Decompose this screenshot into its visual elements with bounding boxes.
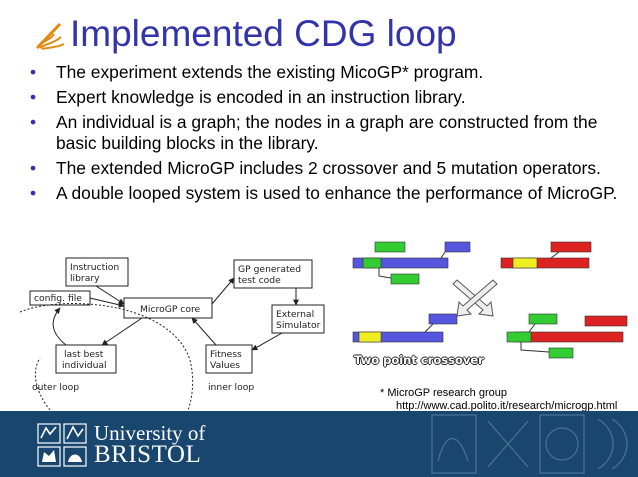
bullet-text: A double looped system is used to enhanc… bbox=[56, 183, 618, 203]
microgp-core-label: MicroGP core bbox=[140, 304, 201, 315]
outer-loop-label: outer loop bbox=[32, 382, 79, 393]
bullet-marker: • bbox=[30, 62, 37, 82]
bullet-marker: • bbox=[30, 87, 37, 107]
footnote-text: * MicroGP research group bbox=[380, 387, 507, 399]
config-file-label: config. file bbox=[34, 293, 82, 304]
two-point-crossover-illustration bbox=[352, 241, 628, 359]
instruction-library-label-1: Instruction bbox=[70, 262, 119, 273]
external-simulator-box bbox=[271, 304, 325, 334]
last-best-box bbox=[55, 344, 117, 374]
footer-decoration bbox=[431, 414, 628, 474]
external-simulator-label-1: External bbox=[276, 309, 314, 320]
bullet-item: • The extended MicroGP includes 2 crossov… bbox=[28, 158, 633, 179]
last-best-label-2: individual bbox=[62, 360, 107, 371]
last-best-label-1: last best bbox=[64, 349, 104, 360]
bullet-list: • The experiment extends the existing Mic… bbox=[28, 62, 633, 208]
external-simulator-label-2: Simulator bbox=[276, 320, 321, 331]
university-crest-icon bbox=[37, 423, 87, 467]
footnote-url[interactable]: http://www.cad.polito.it/research/microg… bbox=[396, 400, 618, 412]
instruction-library-box bbox=[65, 257, 129, 287]
gp-generated-label-1: GP generated bbox=[238, 264, 301, 275]
bullet-item: • A double looped system is used to enhan… bbox=[28, 183, 633, 204]
microgp-core-box bbox=[123, 297, 213, 319]
bullet-text: The extended MicroGP includes 2 crossove… bbox=[56, 158, 601, 178]
bullet-text: An individual is a graph; the nodes in a… bbox=[56, 112, 598, 153]
fitness-values-label-1: Fitness bbox=[210, 349, 242, 360]
instruction-library-label-2: library bbox=[70, 273, 100, 284]
pencil-swoosh-icon bbox=[35, 22, 65, 50]
bullet-text: The experiment extends the existing Mico… bbox=[56, 62, 484, 82]
inner-loop-label: inner loop bbox=[208, 382, 254, 393]
gp-generated-label-2: test code bbox=[238, 275, 281, 286]
cdg-loop-diagram: Instruction library config. file MicroGP… bbox=[20, 257, 325, 410]
bullet-item: • The experiment extends the existing Mic… bbox=[28, 62, 633, 83]
bullet-item: • An individual is a graph; the nodes in … bbox=[28, 112, 633, 154]
bullet-text: Expert knowledge is encoded in an instru… bbox=[56, 87, 466, 107]
slide-title: Implemented CDG loop bbox=[70, 13, 457, 54]
university-name-line-1: University of bbox=[94, 421, 206, 445]
university-name: University of BRISTOL bbox=[94, 421, 206, 468]
gp-generated-box bbox=[233, 259, 313, 289]
bullet-marker: • bbox=[30, 112, 37, 132]
university-name-line-2: BRISTOL bbox=[94, 441, 202, 468]
bullet-item: • Expert knowledge is encoded in an instr… bbox=[28, 87, 633, 108]
fitness-values-box bbox=[205, 344, 253, 374]
university-footer: University of BRISTOL bbox=[0, 411, 638, 477]
bullet-marker: • bbox=[30, 183, 37, 203]
fitness-values-label-2: Values bbox=[210, 360, 240, 371]
bullet-marker: • bbox=[30, 158, 37, 178]
crossover-caption: Two point crossover bbox=[354, 353, 484, 367]
